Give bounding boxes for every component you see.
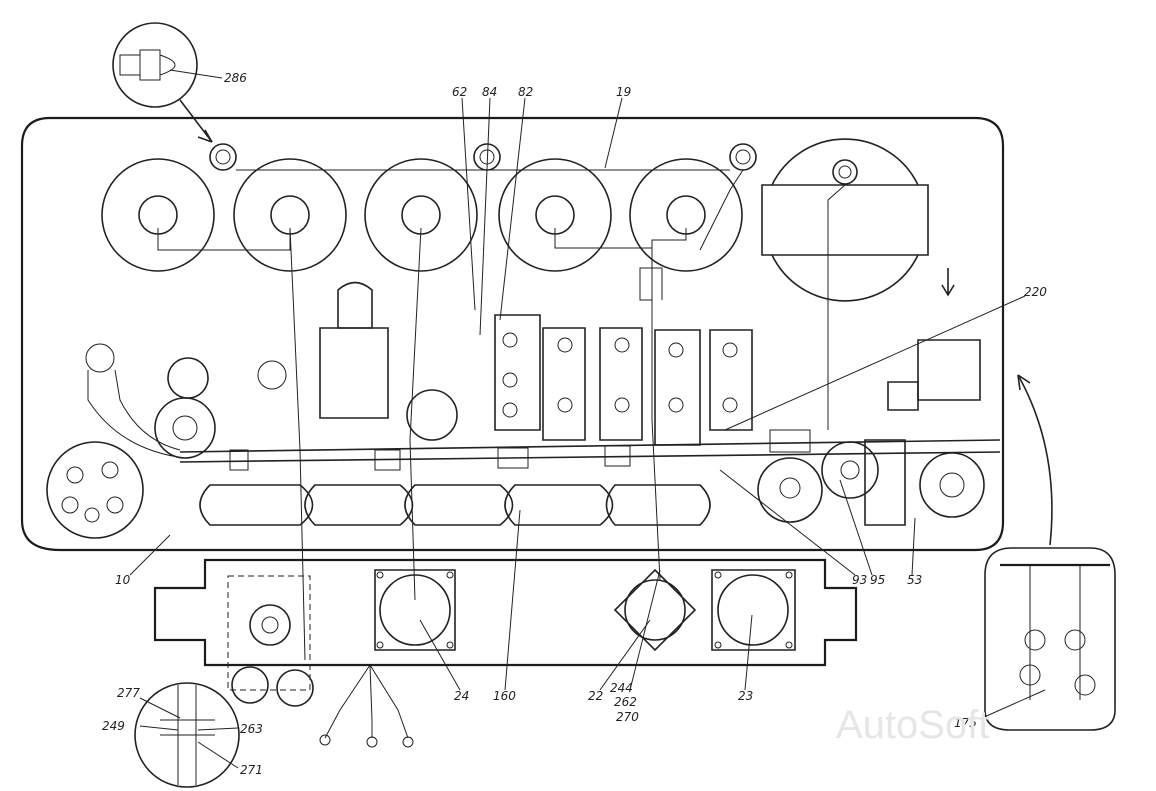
lower-connector-panel	[153, 558, 858, 667]
main-panel-outline	[20, 116, 1005, 552]
detail-inset-terminal	[981, 374, 1116, 731]
callout-277: 277	[117, 686, 140, 700]
detail-inset-clamp	[134, 682, 240, 788]
callout-10: 10	[115, 573, 131, 587]
callout-244: 244	[610, 681, 633, 695]
direction-arrow	[941, 268, 955, 297]
watermark: AutoSoft	[836, 703, 989, 747]
callout-262: 262	[614, 695, 637, 709]
relay-blocks	[494, 314, 753, 446]
callout-263: 263	[240, 722, 263, 736]
callout-62: 62	[452, 85, 467, 99]
callout-249: 249	[102, 719, 125, 733]
callout-labels: 286 62 84 82 19 220 10 24 160 22 244 262…	[102, 71, 1047, 777]
callout-220: 220	[1024, 285, 1047, 299]
leader-lines	[129, 97, 1026, 691]
top-indicator-lamps	[209, 143, 757, 171]
detail-inset-lamp	[112, 22, 223, 143]
callout-24: 24	[454, 689, 469, 703]
callout-84: 84	[482, 85, 497, 99]
callout-53: 53	[907, 573, 922, 587]
callout-19: 19	[616, 85, 631, 99]
terminal-leads	[319, 664, 414, 748]
callout-271: 271	[240, 763, 263, 777]
capacitor	[319, 281, 458, 441]
callout-22: 22	[588, 689, 603, 703]
callout-286: 286	[224, 71, 247, 85]
main-harness	[179, 429, 1001, 471]
left-connectors	[46, 343, 287, 539]
plug-row	[199, 484, 711, 526]
callout-160: 160	[493, 689, 516, 703]
callout-93: 93	[852, 573, 867, 587]
callout-95: 95	[870, 573, 885, 587]
callout-175: 175	[954, 716, 977, 730]
gauge-wiring	[157, 169, 846, 661]
callout-82: 82	[518, 85, 533, 99]
lower-panel-connectors	[227, 568, 796, 707]
callout-23: 23	[738, 689, 753, 703]
right-components	[757, 339, 985, 526]
callout-270: 270	[616, 710, 639, 724]
